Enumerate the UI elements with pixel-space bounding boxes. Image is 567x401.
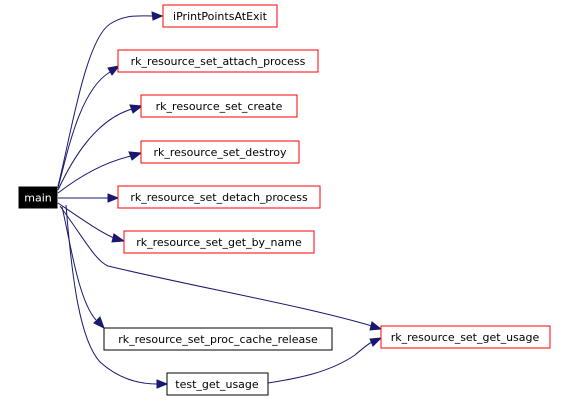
node-label: main	[24, 192, 52, 205]
node-label: rk_resource_set_attach_process	[131, 55, 306, 68]
edge-main-test_get_usage	[65, 204, 158, 385]
node-label: rk_resource_set_destroy	[153, 146, 287, 159]
edge-main-destroy	[57, 155, 132, 194]
edge-main-attach	[57, 71, 111, 189]
node-rk-resource-set-proc-cache-release[interactable]: rk_resource_set_proc_cache_release	[103, 327, 333, 351]
node-label: rk_resource_set_detach_process	[130, 191, 308, 204]
arrowhead-test_get_usage	[156, 379, 169, 389]
node-label: rk_resource_set_create	[156, 100, 283, 113]
arrowhead-destroy	[128, 151, 143, 161]
node-label: rk_resource_set_proc_cache_release	[118, 333, 318, 346]
edges	[57, 11, 383, 389]
edge-main-cache	[61, 206, 97, 321]
edge-main-getusage	[59, 205, 373, 327]
edge-test_get_usage-getusage	[267, 341, 373, 384]
node-label: rk_resource_set_get_by_name	[136, 236, 302, 249]
arrowhead-detach	[107, 193, 120, 203]
arrowhead-iPrintPointsAtExit	[151, 11, 164, 21]
arrowhead-create	[129, 104, 144, 114]
edge-main-create	[57, 108, 133, 191]
node-label: iPrintPointsAtExit	[173, 10, 268, 23]
node-test-get-usage[interactable]: test_get_usage	[166, 372, 269, 396]
node-rk-resource-set-get-by-name[interactable]: rk_resource_set_get_by_name	[123, 230, 315, 254]
edge-main-iPrintPointsAtExit	[57, 15, 153, 187]
node-iPrintPointsAtExit[interactable]: iPrintPointsAtExit	[162, 4, 278, 28]
node-main[interactable]: main	[18, 186, 58, 209]
node-rk-resource-set-destroy[interactable]: rk_resource_set_destroy	[140, 140, 300, 164]
node-rk-resource-set-detach-process[interactable]: rk_resource_set_detach_process	[117, 185, 321, 209]
arrowhead-cache	[93, 316, 105, 330]
node-rk-resource-set-create[interactable]: rk_resource_set_create	[140, 94, 298, 118]
arrowhead-test_get_usage-getusage	[369, 337, 383, 347]
arrowhead-getusage	[369, 321, 383, 331]
arrowhead-attach	[107, 65, 121, 76]
node-rk-resource-set-attach-process[interactable]: rk_resource_set_attach_process	[117, 49, 319, 73]
arrowhead-getbyname	[111, 233, 126, 243]
node-rk-resource-set-get-usage[interactable]: rk_resource_set_get_usage	[380, 325, 551, 349]
edge-main-getbyname	[57, 202, 115, 239]
node-label: rk_resource_set_get_usage	[391, 331, 540, 344]
node-label: test_get_usage	[175, 378, 259, 391]
